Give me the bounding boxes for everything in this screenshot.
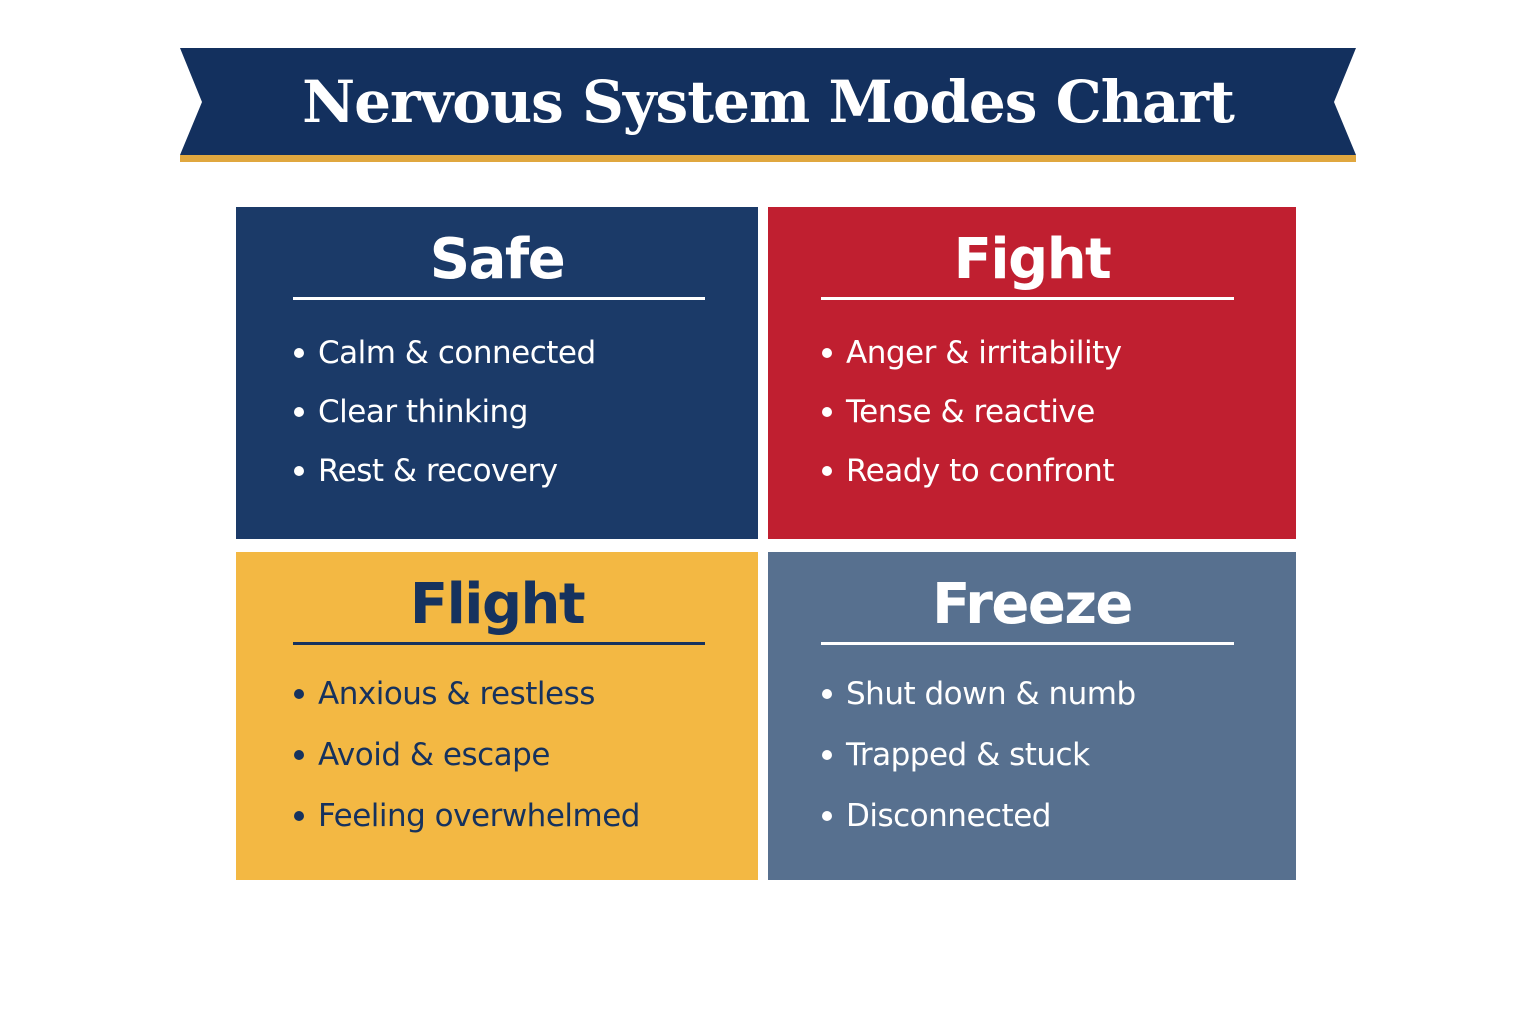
list-item-text: Anger & irritability <box>846 335 1122 371</box>
bullet-icon <box>822 466 832 476</box>
heading-divider <box>293 297 705 300</box>
bullet-icon <box>822 689 832 699</box>
mode-card-fight: Fight Anger & irritability Tense & react… <box>768 207 1296 539</box>
mode-heading: Freeze <box>932 572 1133 637</box>
list-item: Disconnected <box>822 796 1136 836</box>
page-title: Nervous System Modes Chart <box>302 67 1235 136</box>
bullet-icon <box>294 811 304 821</box>
list-item-text: Clear thinking <box>318 394 528 430</box>
list-item: Tense & reactive <box>822 392 1122 432</box>
bullet-icon <box>822 348 832 358</box>
bullet-icon <box>822 811 832 821</box>
bullet-icon <box>294 407 304 417</box>
bullet-icon <box>294 750 304 760</box>
list-item: Calm & connected <box>294 333 596 373</box>
banner-ribbon-shape <box>180 48 1356 162</box>
mode-heading: Flight <box>409 572 586 637</box>
list-item: Anger & irritability <box>822 333 1122 373</box>
modes-grid: Safe Calm & connected Clear thinking Res… <box>236 207 1296 880</box>
mode-item-list: Calm & connected Clear thinking Rest & r… <box>294 333 596 510</box>
mode-card-safe: Safe Calm & connected Clear thinking Res… <box>236 207 758 539</box>
bullet-icon <box>822 407 832 417</box>
mode-card-flight: Flight Anxious & restless Avoid & escape… <box>236 552 758 880</box>
list-item: Rest & recovery <box>294 451 596 491</box>
list-item: Clear thinking <box>294 392 596 432</box>
list-item-text: Avoid & escape <box>318 737 550 773</box>
mode-item-list: Anger & irritability Tense & reactive Re… <box>822 333 1122 510</box>
list-item-text: Ready to confront <box>846 453 1114 489</box>
mode-heading: Fight <box>953 227 1112 292</box>
list-item-text: Rest & recovery <box>318 453 558 489</box>
heading-divider <box>821 642 1234 645</box>
title-banner: Nervous System Modes Chart <box>180 48 1356 163</box>
heading-divider <box>293 642 705 645</box>
list-item-text: Feeling overwhelmed <box>318 798 640 834</box>
list-item-text: Trapped & stuck <box>846 737 1090 773</box>
bullet-icon <box>294 689 304 699</box>
heading-divider <box>821 297 1234 300</box>
list-item: Trapped & stuck <box>822 735 1136 775</box>
bullet-icon <box>822 750 832 760</box>
mode-item-list: Anxious & restless Avoid & escape Feelin… <box>294 674 640 857</box>
list-item-text: Shut down & numb <box>846 676 1136 712</box>
list-item: Avoid & escape <box>294 735 640 775</box>
list-item-text: Calm & connected <box>318 335 596 371</box>
list-item-text: Disconnected <box>846 798 1051 834</box>
list-item-text: Anxious & restless <box>318 676 595 712</box>
mode-heading: Safe <box>429 227 566 292</box>
bullet-icon <box>294 348 304 358</box>
banner-gold-stripe <box>180 155 1356 162</box>
banner-ribbon <box>180 48 1356 155</box>
list-item: Shut down & numb <box>822 674 1136 714</box>
list-item: Feeling overwhelmed <box>294 796 640 836</box>
bullet-icon <box>294 466 304 476</box>
mode-item-list: Shut down & numb Trapped & stuck Disconn… <box>822 674 1136 857</box>
list-item: Anxious & restless <box>294 674 640 714</box>
list-item: Ready to confront <box>822 451 1122 491</box>
list-item-text: Tense & reactive <box>846 394 1095 430</box>
mode-card-freeze: Freeze Shut down & numb Trapped & stuck … <box>768 552 1296 880</box>
